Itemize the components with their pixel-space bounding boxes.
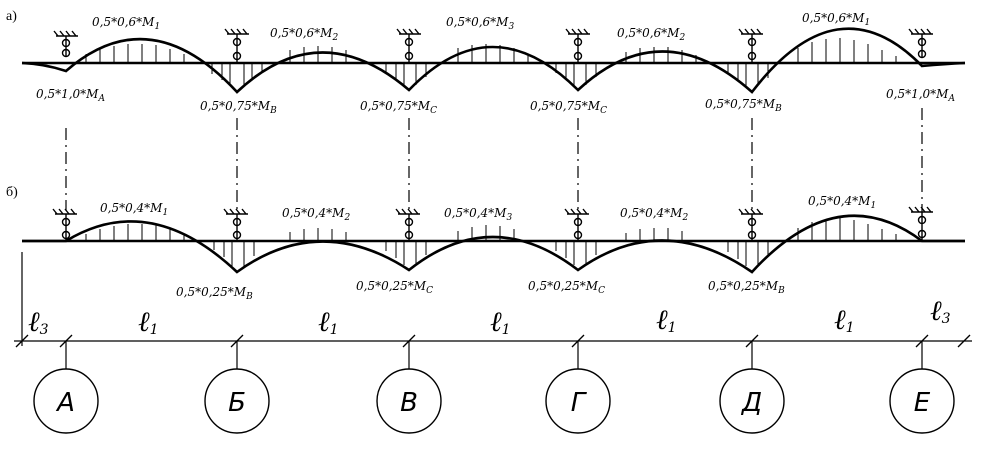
support-a-2 (224, 28, 249, 62)
support-b-1 (52, 208, 77, 241)
axis-circle-3 (376, 368, 442, 434)
dim-label-2: ℓ1 (138, 305, 159, 338)
axis-circle-2 (204, 368, 270, 434)
support-label-a-5: 0,5*0,75*MB (705, 97, 782, 114)
support-label-a-3: 0,5*0,75*MC (360, 99, 437, 116)
connector-lines (65, 108, 923, 212)
dimension-chain: ℓ3 ℓ1 ℓ1 ℓ1 ℓ1 ℓ1 ℓ3 (14, 252, 972, 348)
axis-label-5: Д (741, 388, 762, 418)
span-label-a-1: 0,5*0,6*M1 (92, 15, 160, 32)
support-b-6 (908, 206, 933, 241)
span-label-b-4: 0,5*0,4*M2 (620, 206, 688, 223)
diagram-row-b: 0,5*0,4*M1 0,5*0,4*M2 0,5*0,4*M3 0,5*0,4… (22, 194, 965, 302)
support-b-4 (564, 208, 589, 241)
span-label-b-3: 0,5*0,4*M3 (444, 206, 512, 223)
support-label-b-4: 0,5*0,25*MC (528, 279, 605, 296)
support-label-a-4: 0,5*0,75*MC (530, 99, 607, 116)
hatching-b (85, 218, 897, 266)
dim-label-3: ℓ1 (318, 305, 339, 338)
span-label-b-5: 0,5*0,4*M1 (808, 194, 876, 211)
moment-curve-b (22, 214, 965, 274)
support-label-b-3: 0,5*0,25*MC (356, 279, 433, 296)
span-label-a-5: 0,5*0,6*M1 (802, 11, 870, 28)
span-label-a-3: 0,5*0,6*M3 (446, 15, 514, 32)
axis-label-1: А (55, 388, 75, 418)
axis-markers: А Б В Г Д Е (33, 341, 955, 434)
support-label-a-2: 0,5*0,75*MB (200, 99, 277, 116)
support-a-4 (565, 28, 590, 62)
support-a-1 (53, 30, 78, 58)
moment-curve-a (21, 27, 966, 94)
panel-label-b: б) (6, 185, 18, 200)
support-a-5 (738, 28, 763, 62)
support-b-2 (223, 208, 248, 241)
axis-circle-6 (889, 368, 955, 434)
span-label-b-1: 0,5*0,4*M1 (100, 201, 168, 218)
support-label-b-2: 0,5*0,25*MB (176, 285, 253, 302)
support-a-6 (908, 28, 933, 59)
axis-circle-4 (545, 368, 611, 434)
axis-label-2: Б (228, 388, 246, 418)
support-b-5 (738, 208, 763, 241)
hatching-a (85, 38, 897, 87)
support-label-a-6: 0,5*1,0*MA (886, 87, 955, 104)
dim-label-1: ℓ3 (28, 305, 49, 338)
support-label-a-1: 0,5*1,0*MA (36, 87, 105, 104)
axis-label-4: Г (571, 388, 588, 418)
axis-label-6: Е (914, 388, 931, 418)
axis-label-3: В (400, 388, 418, 418)
axis-circle-5 (719, 368, 785, 434)
support-b-3 (395, 208, 420, 241)
diagram-row-a: 0,5*0,6*M1 0,5*0,6*M2 0,5*0,6*M3 0,5*0,6… (21, 11, 966, 116)
axis-circle-1 (33, 368, 99, 434)
span-label-b-2: 0,5*0,4*M2 (282, 206, 350, 223)
span-label-a-2: 0,5*0,6*M2 (270, 26, 338, 43)
span-label-a-4: 0,5*0,6*M2 (617, 26, 685, 43)
dim-label-5: ℓ1 (656, 303, 677, 336)
support-a-3 (396, 28, 421, 62)
panel-label-a: а) (6, 9, 17, 24)
support-label-b-5: 0,5*0,25*MB (708, 279, 785, 296)
dim-label-6: ℓ1 (834, 303, 855, 336)
dim-label-7: ℓ3 (930, 294, 951, 327)
dim-label-4: ℓ1 (490, 305, 511, 338)
